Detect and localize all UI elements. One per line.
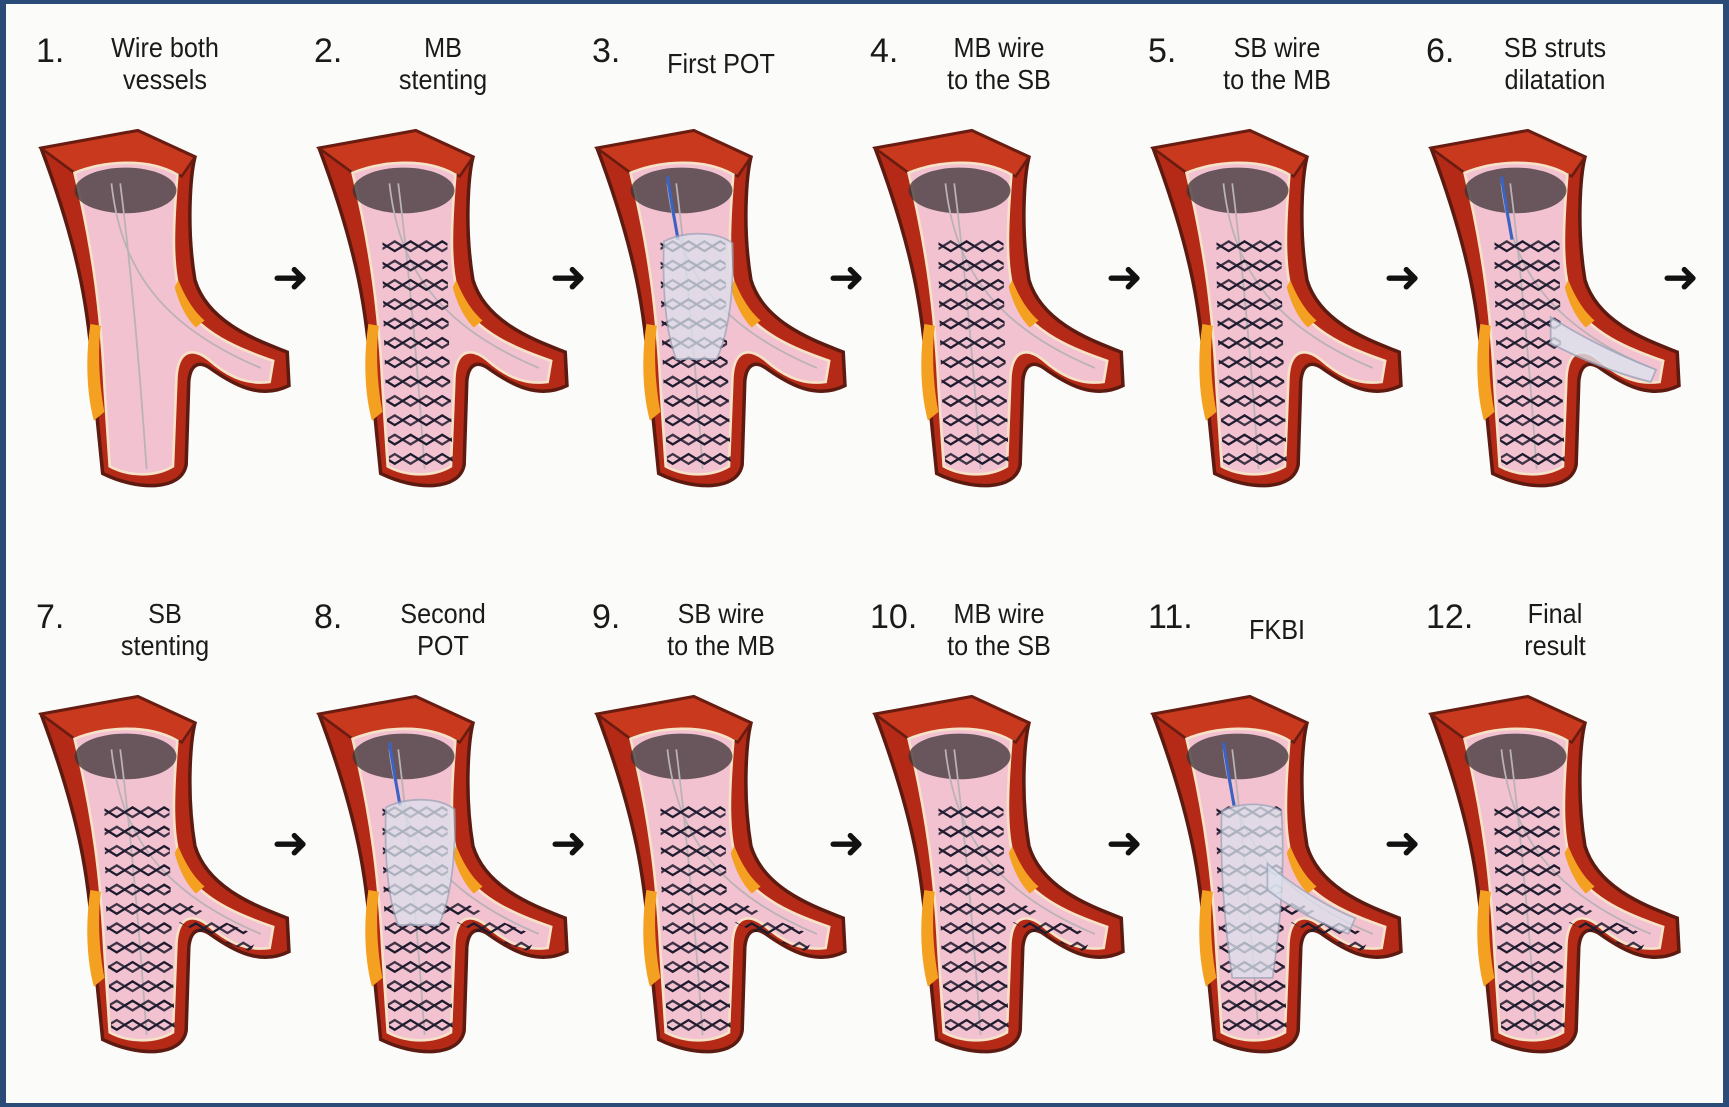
step-label-line: result (1470, 630, 1641, 662)
step-label-line: stenting (80, 630, 251, 662)
lumen-opening (631, 734, 733, 780)
step-label: SB wireto the MB (1192, 32, 1363, 96)
step-number: 11. (1148, 600, 1193, 634)
bifurcation-illustration (840, 94, 1130, 554)
bifurcation-illustration (6, 94, 296, 554)
step-number: 4. (870, 34, 898, 68)
step-label: First POT (636, 48, 807, 80)
lumen-opening (1187, 734, 1289, 780)
step-label-line: Wire both (80, 32, 251, 64)
step-label-line: to the MB (1192, 64, 1363, 96)
bifurcation-illustration (6, 660, 296, 1103)
step-label-line: to the MB (636, 630, 807, 662)
bifurcation-illustration (284, 660, 574, 1103)
bifurcation-illustration (562, 94, 852, 554)
step-number: 2. (314, 34, 342, 68)
step-panel: 3. First POT (562, 4, 832, 544)
bifurcation-illustration (1118, 660, 1408, 1103)
bifurcation-illustration (1396, 660, 1686, 1103)
step-number: 10. (870, 600, 917, 634)
step-number: 7. (36, 600, 64, 634)
bifurcation-illustration (562, 660, 852, 1103)
lumen-opening (1465, 168, 1567, 214)
step-label-line: to the SB (914, 630, 1085, 662)
lumen-opening (75, 168, 177, 214)
lumen-opening (909, 168, 1011, 214)
step-label-line: SB wire (1192, 32, 1363, 64)
step-label: SBstenting (80, 598, 251, 662)
step-panel: 11.FKBI (1118, 570, 1388, 1103)
pot-balloon (386, 800, 455, 925)
bifurcation-illustration (284, 94, 574, 554)
lumen-opening (75, 734, 177, 780)
step-number: 9. (592, 600, 620, 634)
step-label-line: Final (1470, 598, 1641, 630)
step-label: SB wireto the MB (636, 598, 807, 662)
lumen-opening (631, 168, 733, 214)
step-label-line: MB wire (914, 598, 1085, 630)
step-label-line: stenting (358, 64, 529, 96)
bifurcation-illustration (1396, 94, 1686, 554)
lumen-opening (353, 734, 455, 780)
arrow-right-icon: ➜ (1662, 256, 1699, 300)
step-label-line: vessels (80, 64, 251, 96)
lumen-opening (1187, 168, 1289, 214)
step-label-line: FKBI (1192, 614, 1363, 646)
step-label: FKBI (1192, 614, 1363, 646)
step-label-line: POT (358, 630, 529, 662)
step-number: 5. (1148, 34, 1176, 68)
lumen-opening (353, 168, 455, 214)
step-label-line: SB struts (1470, 32, 1641, 64)
step-label-line: SB (80, 598, 251, 630)
step-label-line: Second (358, 598, 529, 630)
step-number: 8. (314, 600, 342, 634)
step-label-line: dilatation (1470, 64, 1641, 96)
bifurcation-illustration (1118, 94, 1408, 554)
step-number: 1. (36, 34, 64, 68)
steps-row-1: 1.Wire bothvessels➜2.MBstenting➜3.First … (6, 4, 1723, 544)
bifurcation-illustration (840, 660, 1130, 1103)
step-label-line: MB wire (914, 32, 1085, 64)
step-number: 3. (592, 34, 620, 68)
step-label-line: SB wire (636, 598, 807, 630)
step-label-line: MB (358, 32, 529, 64)
pot-balloon (664, 234, 733, 359)
lumen-opening (1465, 734, 1567, 780)
step-number: 6. (1426, 34, 1454, 68)
lumen-opening (909, 734, 1011, 780)
step-label-line: First POT (636, 48, 807, 80)
step-label-line: to the SB (914, 64, 1085, 96)
step-number: 12. (1426, 600, 1473, 634)
